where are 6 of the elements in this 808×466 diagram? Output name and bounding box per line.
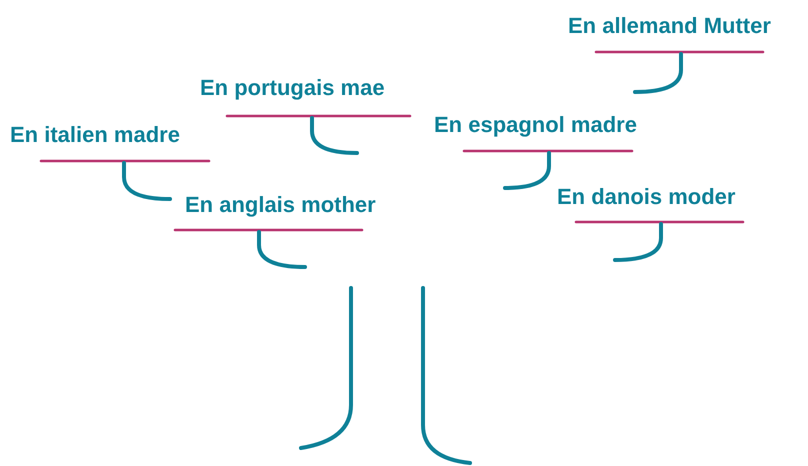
language-label: En allemand Mutter <box>568 13 771 39</box>
language-label: En italien madre <box>10 122 180 148</box>
language-label: En danois moder <box>557 184 736 210</box>
language-label: En espagnol madre <box>434 112 637 138</box>
language-label: En anglais mother <box>185 192 376 218</box>
language-label: En portugais mae <box>200 75 385 101</box>
